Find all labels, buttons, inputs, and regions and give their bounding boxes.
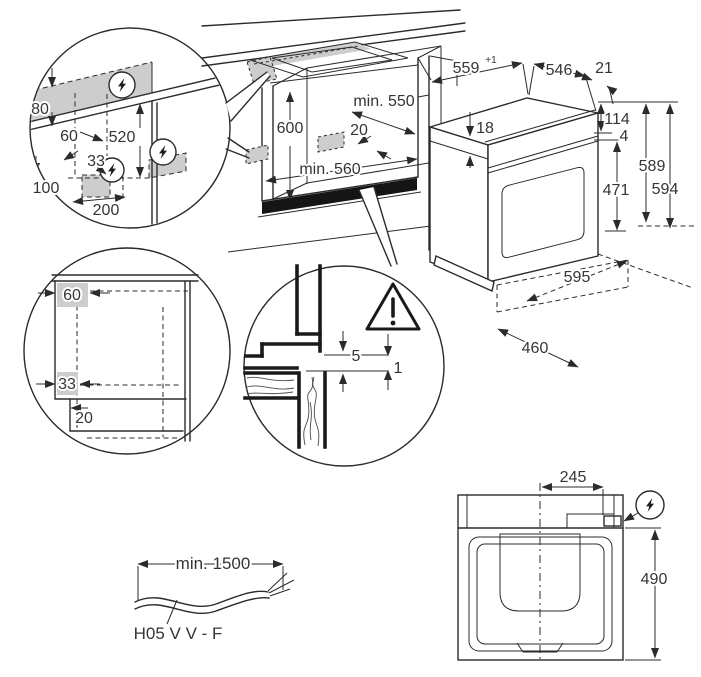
dim-18-label: 18	[476, 120, 494, 137]
oven-3d-view: 559 +1 546 21 18 114 4 471 589 594 595 4…	[417, 53, 694, 368]
niche-opening	[261, 45, 442, 251]
gap-dimensions	[339, 331, 392, 392]
cabinet-niche-view: 600 min. 550 20 min. 560	[201, 9, 479, 253]
warning-icon	[365, 282, 421, 331]
dim-600-label: 600	[277, 120, 304, 137]
dim-595-label: 595	[564, 269, 591, 286]
terminal-box	[603, 515, 622, 527]
dim-460-label: 460	[522, 340, 549, 357]
oven-dimensions	[417, 57, 678, 368]
power-bolt-icon	[108, 71, 136, 99]
gap-cross-section	[243, 264, 387, 449]
dim-200-label: 200	[93, 202, 120, 219]
cable-drawing	[134, 572, 295, 614]
callout-pointer-wedges	[225, 71, 271, 165]
oven-foot	[433, 255, 495, 292]
dim-33-label: 33	[87, 153, 105, 170]
front-gap-detail-callout: 5 1	[243, 264, 445, 467]
wall-connection-detail-callout: 80 60 520 33 100 200	[29, 27, 231, 229]
dim-21-label: 21	[595, 60, 613, 77]
dim-60-side-label: 60	[63, 287, 81, 304]
plinth-detail-wedge	[358, 186, 398, 267]
dim-60-label: 60	[60, 128, 78, 145]
dim-20-side-label: 20	[75, 410, 93, 427]
side-view-cabinet	[51, 274, 199, 442]
dim-520-label: 520	[109, 129, 136, 146]
dim-594-label: 594	[652, 181, 679, 198]
dim-245-label: 245	[560, 469, 587, 486]
oven-body	[427, 97, 599, 292]
side-view-detail-callout: 60 33 20	[23, 247, 231, 455]
cable-type-label: H05 V V - F	[134, 624, 223, 643]
dim-1-label: 1	[394, 360, 403, 377]
dim-4-label: 4	[620, 128, 629, 145]
power-bolt-icon	[149, 138, 177, 166]
wood-panel-horizontal	[243, 371, 298, 400]
power-bolt-icon	[623, 490, 665, 522]
dim-80-label: 80	[31, 101, 49, 118]
wood-panel-vertical	[297, 371, 327, 449]
dim-33-side-label: 33	[58, 376, 76, 393]
dim-114-label: 114	[604, 111, 630, 128]
mains-cable-figure: min. 1500 H05 V V - F	[132, 552, 295, 645]
handle-recess	[516, 642, 564, 653]
dim-471-label: 471	[603, 182, 630, 199]
top-view-body	[457, 483, 624, 663]
dim-min550-label: min. 550	[353, 93, 414, 110]
cable-length-label: min. 1500	[176, 554, 251, 573]
oven-top-view: 245 490	[457, 467, 669, 663]
dim-100-label: 100	[33, 180, 60, 197]
side-view-dimensions	[36, 289, 110, 412]
worktop-section-lines	[31, 70, 229, 227]
oven-door-window	[501, 166, 585, 259]
dim-min560-label: min. 560	[299, 161, 360, 178]
niche-dimensions	[265, 91, 418, 201]
top-view-dimensions	[541, 483, 661, 661]
dim-559-tolerance: +1	[485, 55, 497, 66]
dim-490-label: 490	[641, 571, 668, 588]
dim-5-label: 5	[352, 348, 361, 365]
dim-20-label: 20	[350, 122, 368, 139]
dim-589-label: 589	[639, 158, 666, 175]
dim-559-label: 559	[453, 60, 480, 77]
dim-546-label: 546	[546, 62, 573, 79]
